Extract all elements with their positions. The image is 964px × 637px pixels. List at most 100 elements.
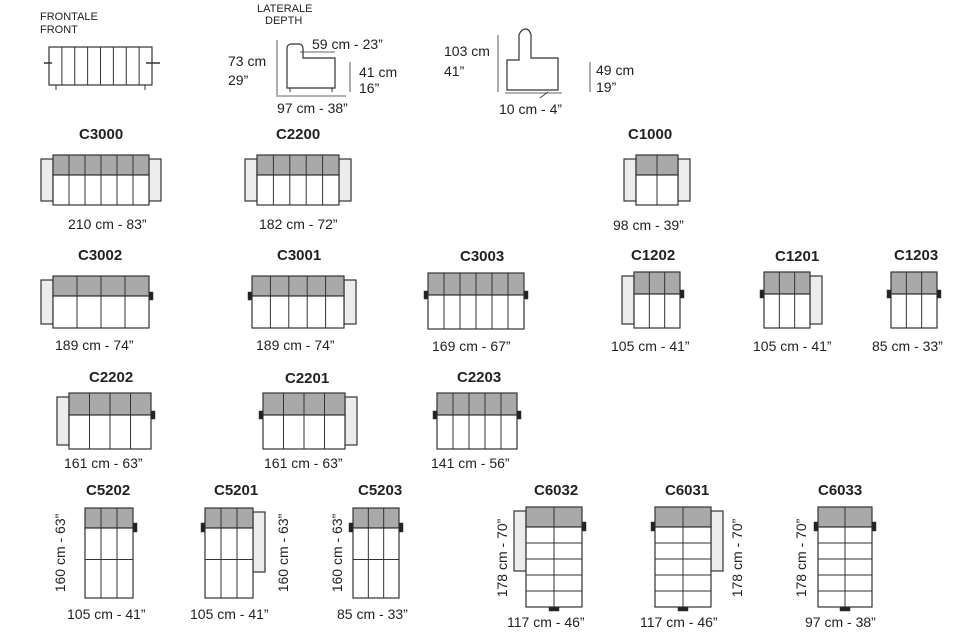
recline-height: 103 cm [444,43,490,59]
mechanism-right [150,410,156,420]
armrest-left [40,158,54,202]
module-depth: 160 cm - 63” [329,513,345,593]
module-size: 141 cm - 56” [431,455,510,471]
module-code: C5202 [86,482,131,499]
module-code: C5203 [358,482,403,499]
backrest [633,271,681,295]
mechanism-left [886,289,892,299]
module-code: C6032 [534,482,579,499]
armrest-left [244,158,258,202]
seat [256,174,340,206]
backrest [763,271,811,295]
armrest-left [56,396,70,446]
mechanism-right [581,521,587,532]
module-code: C3003 [460,248,505,265]
armrest-right [343,279,357,325]
module-code: C1201 [775,248,820,265]
armrest-right [677,158,691,202]
mechanism-right [936,289,942,299]
module-size: 97 cm - 38” [805,614,876,630]
front-label-en: FRONT [40,24,78,36]
backrest [436,392,518,416]
module-size: 117 cm - 46” [507,614,585,630]
module-size: 182 cm - 72” [259,216,338,232]
front-label-it: FRONTALE [40,11,98,23]
mechanism-left [813,521,819,532]
backrest [890,271,938,295]
module-size: 169 cm - 67” [432,338,511,354]
armrest-left [623,158,637,202]
module-code: C3002 [78,247,123,264]
module-size: 85 cm - 33” [872,338,943,354]
module-code: C6033 [818,482,863,499]
module-size: 161 cm - 63” [264,455,343,471]
module-size: 105 cm - 41” [611,338,690,354]
armrest-right [252,511,266,573]
side-seat-height: 41 cm [359,64,398,80]
seat [436,414,518,450]
module-code: C2200 [276,126,321,143]
seat [890,293,938,329]
recline-view-profile [506,28,559,91]
armrest-left [513,510,527,572]
mechanism-left [348,522,354,533]
module-code: C1202 [631,247,676,264]
mechanism-right [148,291,154,301]
side-height: 73 cm [228,53,267,69]
mechanism-right [132,522,138,533]
armrest-right [809,275,823,325]
module-size: 117 cm - 46” [640,614,718,630]
module-depth: 160 cm - 63” [52,513,68,593]
mechanism-left [200,522,206,533]
armrest-left [621,275,635,325]
recline-extension: 10 cm - 4” [499,101,563,117]
module-depth: 178 cm - 70” [793,518,809,598]
chaise-body [204,527,254,599]
backrest [256,154,340,176]
recline-seat-height-in: 19” [596,79,617,95]
armrest-right [710,510,724,572]
mechanism-left [759,289,765,299]
module-depth: 178 cm - 70” [494,518,510,598]
side-seat-height-in: 16” [359,80,380,96]
side-seat-depth: 59 cm - 23” [312,36,383,52]
armrest-right [344,396,358,446]
recline-seat-height: 49 cm [596,62,635,78]
module-size: 85 cm - 33” [337,606,408,622]
mechanism-left [432,410,438,420]
mechanism-left [423,290,429,300]
side-label-en: DEPTH [265,15,303,27]
module-size: 161 cm - 63” [64,455,143,471]
module-code: C2202 [89,369,134,386]
module-code: C1203 [894,247,939,264]
module-depth: 160 cm - 63” [275,513,291,593]
backrest [204,507,254,529]
seat [251,295,345,329]
module-depth: 178 cm - 70” [729,518,745,598]
recline-view-ext-tick [539,91,549,99]
module-code: C3000 [79,126,124,143]
mechanism-right [523,290,529,300]
module-size: 189 cm - 74” [55,337,134,353]
mechanism-left [258,410,264,420]
chaise-body [84,527,134,599]
module-code: C5201 [214,482,259,499]
backrest [352,507,400,529]
mechanism-right [871,521,877,532]
module-size: 105 cm - 41” [67,606,146,622]
module-code: C3001 [277,247,322,264]
mechanism-right [516,410,522,420]
seat [763,293,811,329]
side-height-in: 29” [228,72,249,88]
module-code: C6031 [665,482,710,499]
backrest [84,507,134,529]
module-code: C1000 [628,126,673,143]
foot [677,606,689,612]
recline-height-in: 41” [444,63,465,79]
mechanism-left [650,521,656,532]
mechanism-right [398,522,404,533]
module-size: 105 cm - 41” [753,338,832,354]
foot [548,606,560,612]
seat [633,293,681,329]
